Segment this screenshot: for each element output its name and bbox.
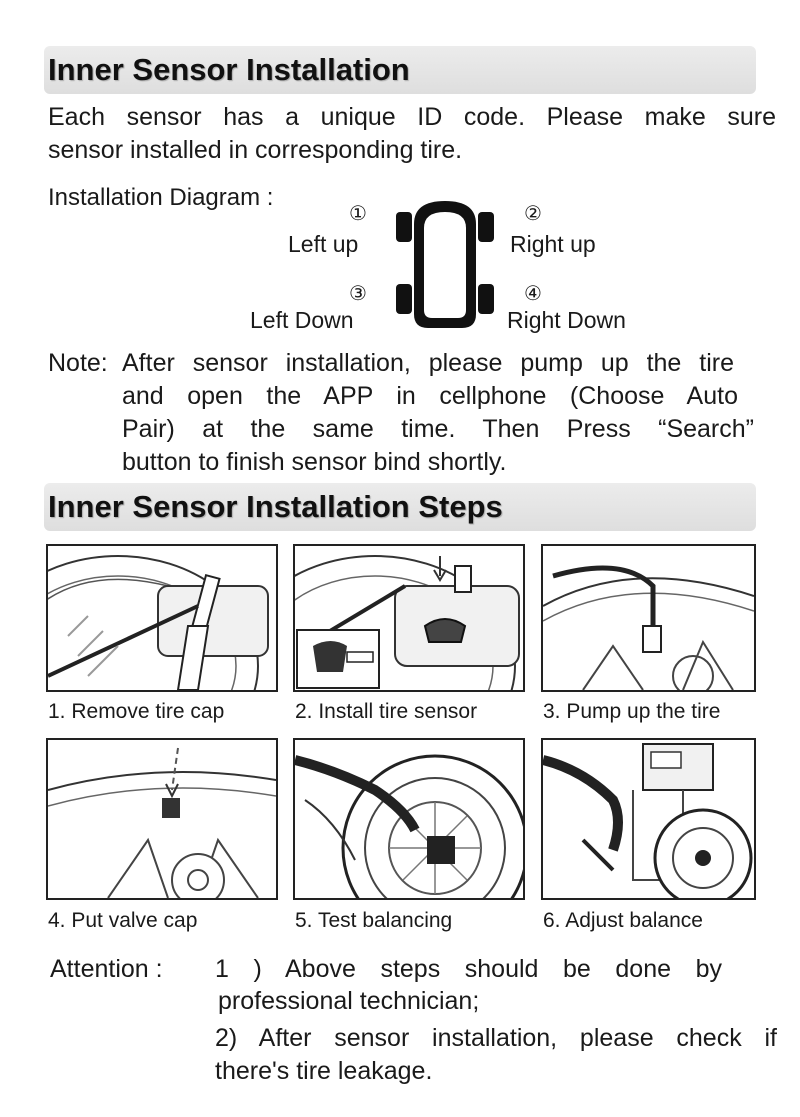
note-prefix: Note: [48, 349, 108, 377]
tire-cap-removal-illustration [48, 555, 269, 690]
sensor-install-illustration [295, 555, 520, 690]
step-5-image [293, 738, 525, 900]
step-2-image [293, 544, 525, 692]
balance-test-illustration [295, 754, 523, 898]
step-6-caption: 6. Adjust balance [543, 909, 703, 932]
step-6-image [541, 738, 756, 900]
step-4-image [46, 738, 278, 900]
intro-line-2: sensor installed in corresponding tire. [48, 136, 463, 164]
step-4-caption: 4. Put valve cap [48, 909, 198, 932]
attention-item-1-line-1: 1 ) Above steps should be done by [215, 955, 722, 983]
step-1-image [46, 544, 278, 692]
position-number-3: ③ [349, 283, 367, 305]
note-line-1: After sensor installation, please pump u… [122, 349, 734, 377]
note-line-4: button to finish sensor bind shortly. [122, 448, 507, 476]
section-header-installation: Inner Sensor Installation [44, 46, 756, 94]
section-title: Inner Sensor Installation Steps [48, 489, 503, 524]
attention-label: Attention : [50, 955, 163, 983]
attention-item-2-line-2: there's tire leakage. [215, 1057, 433, 1085]
position-number-1: ① [349, 203, 367, 225]
position-number-4: ④ [524, 283, 542, 305]
note-line-2: and open the APP in cellphone (Choose Au… [122, 382, 738, 410]
balance-adjust-illustration [543, 743, 753, 898]
note-line-3: Pair) at the same time. Then Press “Sear… [122, 415, 754, 443]
section-title: Inner Sensor Installation [48, 52, 410, 87]
attention-item-1-line-2: professional technician; [218, 987, 480, 1015]
step-2-caption: 2. Install tire sensor [295, 700, 478, 723]
diagram-label: Installation Diagram : [48, 184, 274, 211]
section-header-steps: Inner Sensor Installation Steps [44, 483, 756, 531]
position-label-right-up: Right up [510, 231, 596, 257]
position-label-left-up: Left up [288, 231, 359, 257]
step-3-image [541, 544, 756, 692]
valve-cap-illustration [48, 747, 276, 898]
intro-line-1: Each sensor has a unique ID code. Please… [48, 103, 776, 131]
tire-pump-illustration [543, 565, 754, 690]
step-5-caption: 5. Test balancing [295, 909, 453, 932]
position-label-left-down: Left Down [250, 307, 354, 333]
car-outline-icon [396, 201, 494, 328]
step-3-caption: 3. Pump up the tire [543, 700, 721, 723]
step-1-caption: 1. Remove tire cap [48, 700, 225, 723]
position-label-right-down: Right Down [507, 307, 626, 333]
attention-item-2-line-1: 2) After sensor installation, please che… [215, 1024, 777, 1052]
position-number-2: ② [524, 203, 542, 225]
